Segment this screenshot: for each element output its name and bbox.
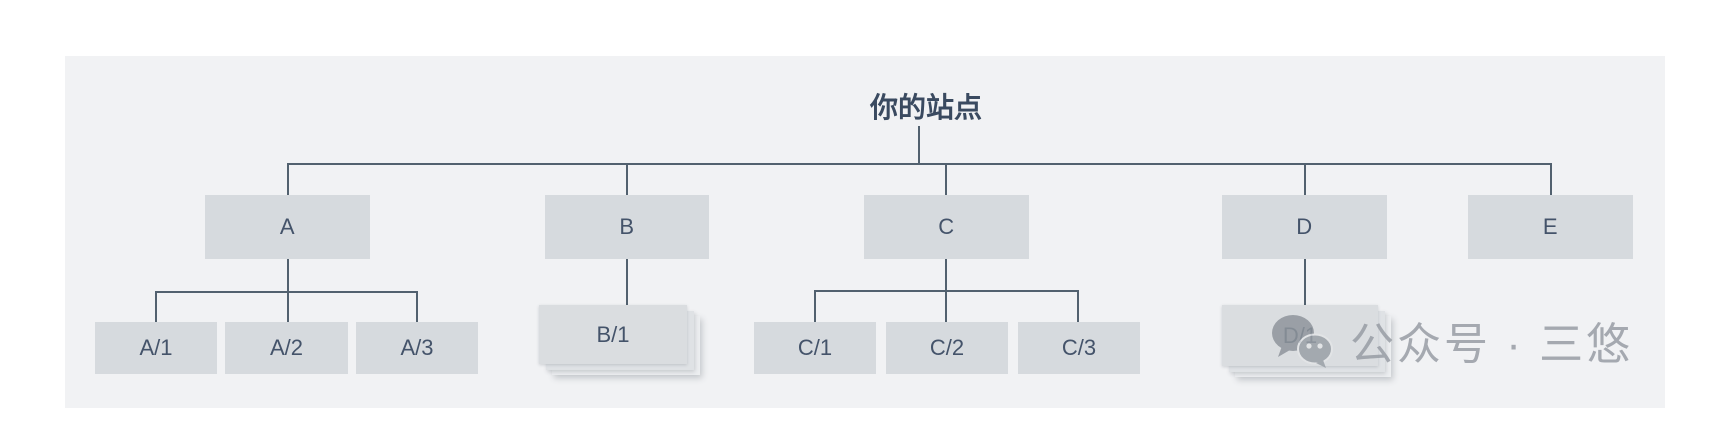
node-c3: C/3: [1018, 322, 1140, 374]
node-a3-label: A/3: [400, 335, 434, 360]
site-root-title: 你的站点: [869, 92, 982, 123]
connector-stub-a: [287, 163, 289, 195]
connector-stub-b: [626, 163, 628, 195]
node-c-label: C: [938, 214, 955, 239]
connector-top-horizontal: [287, 163, 1552, 165]
connector-c-horizontal: [814, 290, 1079, 292]
connector-stub-d: [1304, 163, 1306, 195]
node-c1-label: C/1: [797, 335, 833, 360]
node-a3: A/3: [356, 322, 478, 374]
node-c3-label: C/3: [1061, 335, 1097, 360]
connector-b-down: [626, 259, 628, 305]
node-a2: A/2: [225, 322, 348, 374]
node-c: C: [864, 195, 1029, 259]
connector-root-stub: [918, 126, 920, 164]
node-b: B: [545, 195, 709, 259]
connector-stub-e: [1550, 163, 1552, 195]
node-c2-label: C/2: [929, 335, 965, 360]
node-d-label: D: [1296, 214, 1313, 239]
node-a1-label: A/1: [139, 335, 173, 360]
node-a: A: [205, 195, 370, 259]
node-b-label: B: [619, 214, 635, 239]
connector-d-down: [1304, 259, 1306, 305]
node-d1-label: D/1: [1282, 322, 1318, 348]
node-b1-main: B/1: [539, 305, 687, 364]
connector-a-down: [287, 259, 289, 322]
node-d1-main: D/1: [1222, 305, 1378, 366]
node-a-label: A: [279, 214, 296, 239]
node-b1-label: B/1: [596, 321, 630, 347]
connector-a1-stub: [155, 291, 157, 322]
node-a2-label: A/2: [269, 335, 304, 360]
node-e: E: [1468, 195, 1633, 259]
node-b1: B/1: [539, 305, 700, 375]
node-e-label: E: [1542, 214, 1559, 239]
node-d1: D/1: [1222, 305, 1391, 377]
connector-c3-stub: [1077, 290, 1079, 322]
node-a1: A/1: [95, 322, 217, 374]
connector-a-horizontal: [155, 291, 418, 293]
connector-c1-stub: [814, 290, 816, 322]
node-c2: C/2: [886, 322, 1008, 374]
node-d: D: [1222, 195, 1387, 259]
connector-a3-stub: [416, 291, 418, 322]
connector-stub-c: [945, 163, 947, 195]
node-c1: C/1: [754, 322, 876, 374]
